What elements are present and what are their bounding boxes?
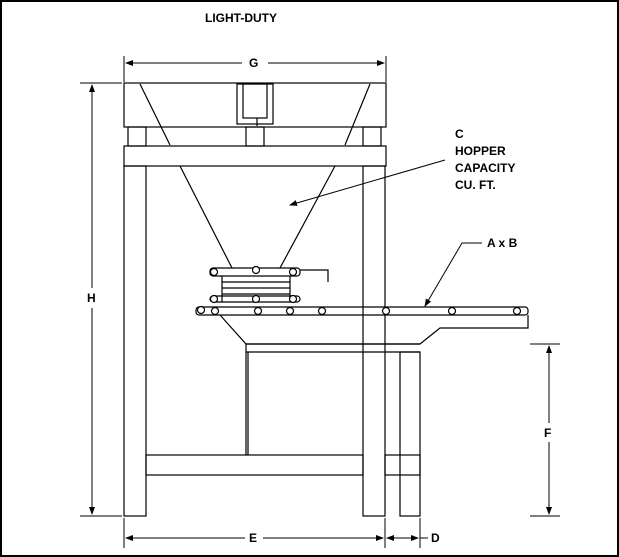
right-leg (362, 165, 386, 517)
drawing-title: LIGHT-DUTY (205, 11, 277, 25)
label-hopper: HOPPER (455, 144, 506, 158)
label-d: D (431, 531, 440, 545)
axb-leader (424, 242, 482, 307)
bolts (196, 265, 522, 316)
label-hopper-c: C (455, 127, 464, 141)
label-e: E (249, 531, 257, 545)
hopper-top-box (123, 82, 387, 128)
dimension-f (530, 343, 560, 517)
label-g: G (249, 56, 258, 70)
label-axb: A x B (487, 236, 518, 250)
top-crossbar (123, 145, 387, 167)
lower-crossbar (145, 454, 364, 476)
hopper-leader (289, 159, 446, 206)
label-h: H (87, 291, 96, 305)
label-capacity: CAPACITY (455, 161, 515, 175)
table-top (195, 306, 529, 316)
funnel-left (179, 165, 233, 269)
funnel-right (279, 165, 336, 269)
dimension-e (123, 518, 421, 548)
dimension-g (123, 56, 387, 82)
dimension-h (80, 82, 122, 517)
left-leg (123, 165, 147, 517)
stand-structure (123, 82, 529, 517)
label-f: F (544, 426, 551, 440)
label-cu-ft: CU. FT. (455, 178, 496, 192)
